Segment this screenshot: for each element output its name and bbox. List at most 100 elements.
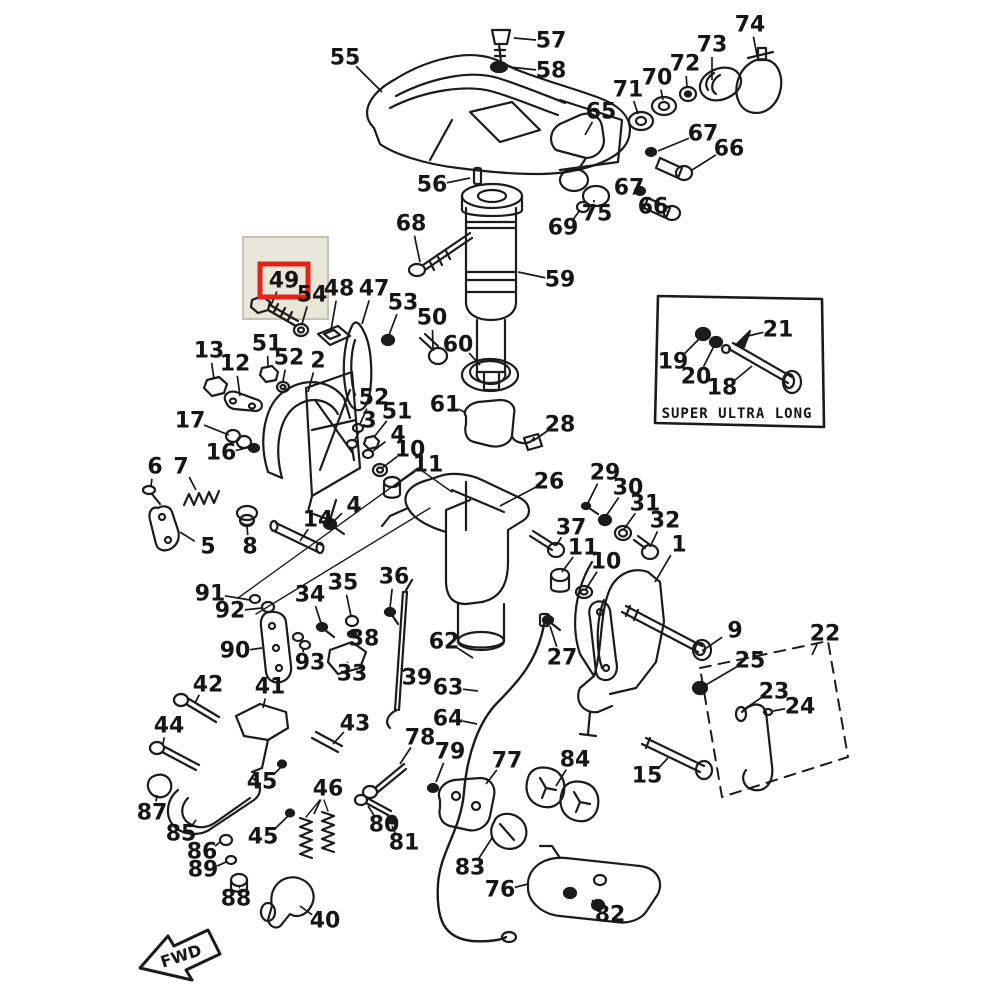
part-label-91[interactable]: 91: [195, 582, 226, 607]
part-label-84[interactable]: 84: [560, 748, 591, 773]
part-label-67[interactable]: 67: [614, 176, 645, 201]
part-label-37[interactable]: 37: [556, 516, 587, 541]
part-label-58[interactable]: 58: [536, 59, 567, 84]
part-label-44[interactable]: 44: [154, 714, 185, 739]
part-label-74[interactable]: 74: [735, 13, 766, 38]
part-label-31[interactable]: 31: [630, 492, 661, 517]
part-label-6[interactable]: 6: [147, 455, 162, 480]
part-label-7[interactable]: 7: [173, 455, 188, 480]
part-label-41[interactable]: 41: [255, 675, 286, 700]
part-label-23[interactable]: 23: [759, 680, 790, 705]
part-label-40[interactable]: 40: [310, 909, 341, 934]
part-label-27[interactable]: 27: [547, 646, 578, 671]
part-label-10[interactable]: 10: [395, 438, 426, 463]
part-label-85[interactable]: 85: [166, 822, 197, 847]
part-label-36[interactable]: 36: [379, 565, 410, 590]
part-label-46[interactable]: 46: [313, 777, 344, 802]
part-label-24[interactable]: 24: [785, 695, 816, 720]
part-label-16[interactable]: 16: [206, 441, 237, 466]
part-label-8[interactable]: 8: [242, 535, 257, 560]
part-label-72[interactable]: 72: [670, 52, 701, 77]
part-label-73[interactable]: 73: [697, 33, 728, 58]
part-label-64[interactable]: 64: [433, 707, 464, 732]
part-label-10[interactable]: 10: [591, 550, 622, 575]
selected-part-highlight-box[interactable]: [257, 261, 311, 300]
part-label-60[interactable]: 60: [443, 333, 474, 358]
part-label-14[interactable]: 14: [303, 508, 334, 533]
part-label-66[interactable]: 66: [638, 195, 669, 220]
part-label-57[interactable]: 57: [536, 29, 567, 54]
part-label-51[interactable]: 51: [252, 332, 283, 357]
part-label-82[interactable]: 82: [595, 903, 626, 928]
part-label-19[interactable]: 19: [658, 350, 689, 375]
part-label-2[interactable]: 2: [310, 349, 325, 374]
part-label-5[interactable]: 5: [200, 535, 215, 560]
part-label-22[interactable]: 22: [810, 622, 841, 647]
part-label-30[interactable]: 30: [613, 476, 644, 501]
part-label-51[interactable]: 51: [382, 400, 413, 425]
part-label-3[interactable]: 3: [361, 409, 376, 434]
part-label-29[interactable]: 29: [590, 461, 621, 486]
part-label-4[interactable]: 4: [390, 423, 405, 448]
part-label-9[interactable]: 9: [727, 619, 742, 644]
part-label-66[interactable]: 66: [714, 137, 745, 162]
part-label-56[interactable]: 56: [417, 173, 448, 198]
part-label-93[interactable]: 93: [295, 651, 326, 676]
part-label-76[interactable]: 76: [485, 878, 516, 903]
part-label-32[interactable]: 32: [650, 509, 681, 534]
part-label-34[interactable]: 34: [295, 583, 326, 608]
part-label-61[interactable]: 61: [430, 393, 461, 418]
part-label-11[interactable]: 11: [413, 453, 444, 478]
part-label-33[interactable]: 33: [337, 662, 368, 687]
part-label-45[interactable]: 45: [248, 825, 279, 850]
part-label-11[interactable]: 11: [568, 536, 599, 561]
part-label-52[interactable]: 52: [359, 386, 390, 411]
part-label-63[interactable]: 63: [433, 676, 464, 701]
part-label-71[interactable]: 71: [613, 78, 644, 103]
part-label-52[interactable]: 52: [274, 346, 305, 371]
part-label-28[interactable]: 28: [545, 413, 576, 438]
part-label-69[interactable]: 69: [548, 216, 579, 241]
part-label-54[interactable]: 54: [297, 283, 328, 308]
part-label-26[interactable]: 26: [534, 470, 565, 495]
part-label-45[interactable]: 45: [247, 770, 278, 795]
part-label-62[interactable]: 62: [429, 630, 460, 655]
part-label-88[interactable]: 88: [221, 887, 252, 912]
part-label-78[interactable]: 78: [405, 726, 436, 751]
part-label-25[interactable]: 25: [735, 649, 766, 674]
part-label-13[interactable]: 13: [194, 339, 225, 364]
part-label-83[interactable]: 83: [455, 856, 486, 881]
part-label-65[interactable]: 65: [586, 100, 617, 125]
part-label-49[interactable]: 49: [269, 269, 300, 294]
part-label-43[interactable]: 43: [340, 712, 371, 737]
part-label-12[interactable]: 12: [220, 352, 251, 377]
part-label-38[interactable]: 38: [349, 627, 380, 652]
part-label-81[interactable]: 81: [389, 831, 420, 856]
part-label-35[interactable]: 35: [328, 571, 359, 596]
part-label-20[interactable]: 20: [681, 365, 712, 390]
part-label-21[interactable]: 21: [763, 318, 794, 343]
part-label-18[interactable]: 18: [707, 376, 738, 401]
part-label-1[interactable]: 1: [671, 533, 686, 558]
part-label-42[interactable]: 42: [193, 673, 224, 698]
part-label-59[interactable]: 59: [545, 268, 576, 293]
part-label-80[interactable]: 80: [369, 813, 400, 838]
part-label-50[interactable]: 50: [417, 306, 448, 331]
part-label-39[interactable]: 39: [402, 666, 433, 691]
part-label-15[interactable]: 15: [632, 764, 663, 789]
part-label-90[interactable]: 90: [220, 639, 251, 664]
part-label-48[interactable]: 48: [324, 277, 355, 302]
part-label-77[interactable]: 77: [492, 749, 523, 774]
part-label-55[interactable]: 55: [330, 46, 361, 71]
part-label-53[interactable]: 53: [388, 291, 419, 316]
part-label-75[interactable]: 75: [582, 202, 613, 227]
part-label-70[interactable]: 70: [642, 66, 673, 91]
part-label-92[interactable]: 92: [215, 599, 246, 624]
part-label-89[interactable]: 89: [188, 858, 219, 883]
part-label-87[interactable]: 87: [137, 801, 168, 826]
part-label-4[interactable]: 4: [346, 494, 361, 519]
part-label-67[interactable]: 67: [688, 122, 719, 147]
part-label-47[interactable]: 47: [359, 277, 390, 302]
part-label-86[interactable]: 86: [187, 840, 218, 865]
part-label-68[interactable]: 68: [396, 212, 427, 237]
